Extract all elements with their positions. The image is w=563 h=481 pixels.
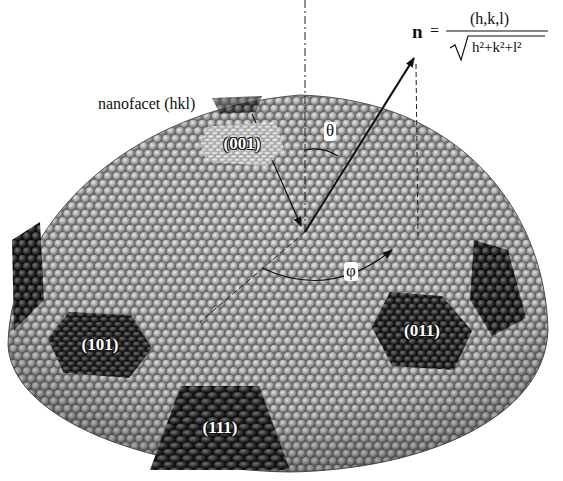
dome-shading [8, 95, 548, 472]
annotation-label: h²+k²+l² [472, 39, 522, 56]
annotation-label: n [412, 22, 423, 43]
theta-arc [305, 149, 338, 156]
annotation-label: φ [344, 262, 358, 281]
crystal-facet: (111) [150, 386, 290, 470]
annotation-label: (h,k,l) [470, 10, 509, 28]
side-facet [12, 222, 44, 330]
crystal-facet: (001) [200, 122, 284, 166]
projection-line [416, 64, 418, 236]
facet-label: (001) [224, 134, 261, 154]
facet-label: (011) [404, 321, 440, 341]
dome [8, 95, 548, 472]
facet-label: (111) [203, 418, 238, 438]
facet-shape [200, 122, 284, 166]
annotation-label: = [430, 22, 439, 40]
crystal-facet: (101) [48, 312, 152, 378]
fraction-bar [446, 30, 548, 31]
normal-vector [305, 58, 414, 232]
side-facet [470, 240, 526, 336]
annotation-label: θ [324, 122, 336, 141]
facet-shape [150, 386, 290, 470]
facet-label: (101) [82, 335, 119, 355]
facet-shape [48, 312, 152, 378]
phi-arc [262, 250, 392, 280]
facet-shape [372, 292, 472, 370]
root-sign [450, 36, 545, 60]
crystal-facet: (011) [372, 292, 472, 370]
axis-line [305, 0, 306, 232]
annotation-label: nanofacet (hkl) [98, 95, 195, 113]
top-facet [212, 96, 262, 114]
